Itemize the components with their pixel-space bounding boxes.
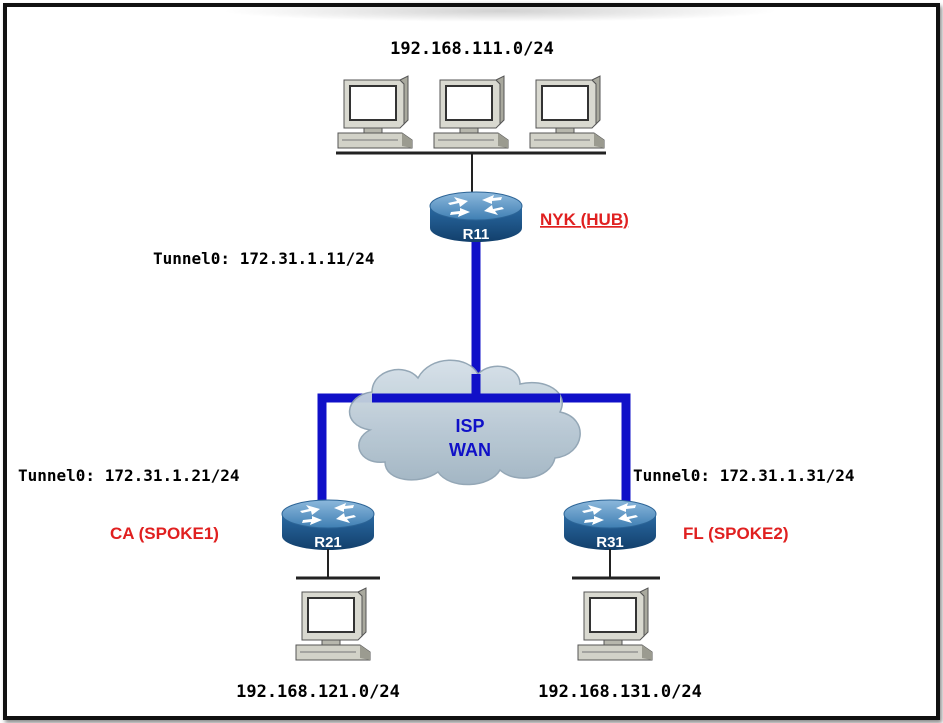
- spoke2-lan-label: 192.168.131.0/24: [538, 682, 702, 702]
- top-shadow: [220, 0, 780, 22]
- spoke1-site-label: CA (SPOKE1): [110, 524, 219, 543]
- hub-lan-label: 192.168.111.0/24: [390, 39, 554, 59]
- router-r21[interactable]: R21: [281, 499, 375, 551]
- router-r31-label: R31: [596, 534, 624, 551]
- isp-cloud: ISP WAN: [348, 359, 581, 486]
- spoke2-tunnel-label: Tunnel0: 172.31.1.31/24: [633, 466, 855, 485]
- spoke1-lan-label: 192.168.121.0/24: [236, 682, 400, 702]
- hub-site-label: NYK (HUB): [540, 210, 629, 229]
- cloud-label-line1: ISP: [455, 416, 484, 436]
- hub-pc-3: [529, 75, 605, 149]
- router-r11-label: R11: [463, 226, 490, 243]
- spoke1-pc: [295, 587, 371, 661]
- router-r21-label: R21: [314, 534, 342, 551]
- spoke2-site-label: FL (SPOKE2): [683, 524, 788, 543]
- hub-pc-1: [337, 75, 413, 149]
- hub-tunnel-label: Tunnel0: 172.31.1.11/24: [153, 249, 375, 268]
- spoke1-tunnel-label: Tunnel0: 172.31.1.21/24: [18, 466, 240, 485]
- router-r11[interactable]: R11: [429, 191, 523, 243]
- cloud-label-line2: WAN: [449, 440, 491, 460]
- spoke2-pc: [577, 587, 653, 661]
- hub-pc-2: [433, 75, 509, 149]
- router-r31[interactable]: R31: [563, 499, 657, 551]
